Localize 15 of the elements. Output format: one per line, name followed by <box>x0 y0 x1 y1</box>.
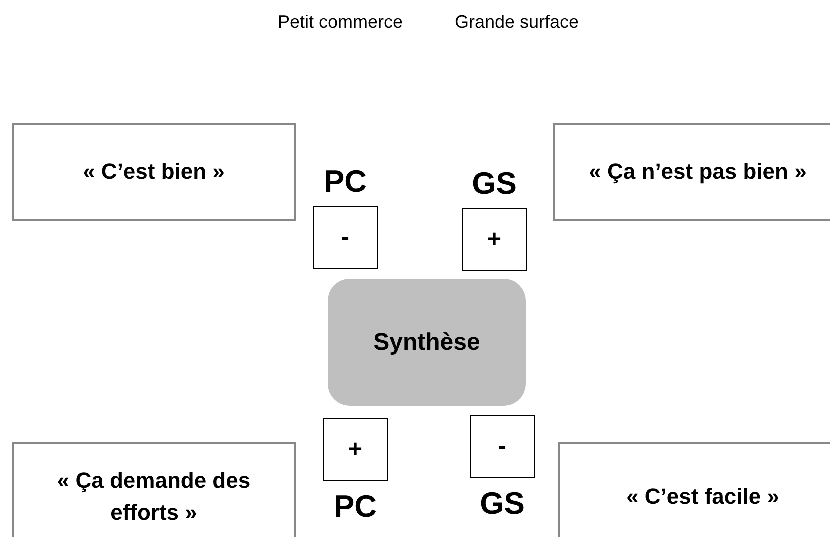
quote-box: « Ça demande des efforts » <box>12 442 296 537</box>
sign-box: + <box>323 418 388 481</box>
sign-heading: GS <box>480 488 525 519</box>
sign-box: - <box>470 415 535 478</box>
column-label: Petit commerce <box>276 12 403 34</box>
quote-box: « C’est bien » <box>12 123 296 221</box>
sign-heading: PC <box>324 166 368 197</box>
quote-box: « C’est facile » <box>558 442 830 537</box>
sign-box: + <box>462 208 527 271</box>
sign-box: - <box>313 206 378 269</box>
sign-heading: GS <box>472 168 517 199</box>
column-label: Grande surface <box>455 12 580 34</box>
synthesis-box: Synthèse <box>328 279 526 406</box>
sign-heading: PC <box>334 491 378 522</box>
quote-box: « Ça n’est pas bien » <box>553 123 830 221</box>
